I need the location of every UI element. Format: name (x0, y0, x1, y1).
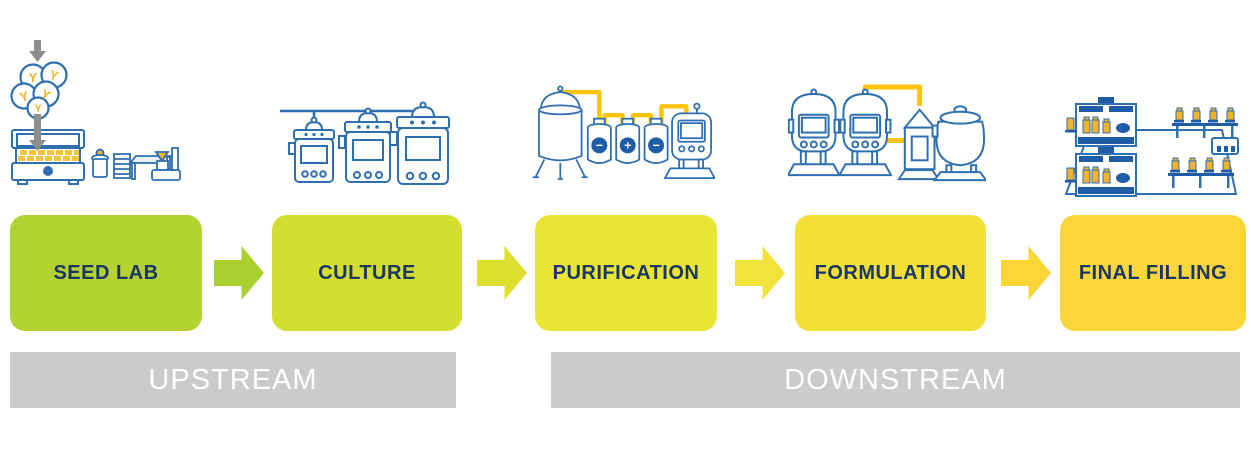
filling-machine-a (1065, 97, 1137, 147)
phase-label: DOWNSTREAM (784, 363, 1007, 396)
cell-cluster-icon (10, 61, 68, 120)
cabinet-tray-grid (18, 150, 79, 161)
vial-conveyor-a (1172, 107, 1238, 138)
cabinet-button (43, 166, 53, 176)
flow-arrow-icon (477, 246, 527, 300)
stage-label: FINAL FILLING (1078, 261, 1228, 284)
stage-box-seed-lab: SEED LAB (10, 215, 202, 331)
inoculation-arrow-icon (29, 40, 46, 62)
mixing-vessel-a (788, 88, 842, 177)
filling-machine-b (1065, 147, 1137, 197)
svg-text:−: − (596, 139, 603, 153)
flow-arrow-icon (1001, 246, 1051, 300)
phase-label: UPSTREAM (148, 363, 318, 396)
stage-label: CULTURE (318, 261, 416, 284)
svg-text:+: + (624, 139, 631, 153)
bioreactor-medium (338, 107, 392, 183)
stage-box-final-filling: FINAL FILLING (1060, 215, 1246, 331)
seed-lab-icon: Y Y Y Y Y (10, 40, 181, 185)
transfer-arrow-icon (29, 114, 46, 151)
svg-text:−: − (652, 139, 659, 153)
holding-kettle-icon (931, 105, 986, 182)
column-mode-badges: − + − (591, 137, 665, 154)
downstream-phase-bar: DOWNSTREAM (551, 352, 1240, 408)
control-unit-icon (663, 102, 715, 180)
stage-box-culture: CULTURE (272, 215, 462, 331)
bioreactor-large (389, 101, 450, 185)
bioreactor-small (288, 116, 335, 183)
inspection-unit-icon (1211, 137, 1239, 155)
svg-text:Y: Y (34, 103, 42, 115)
stage-box-purification: PURIFICATION (535, 215, 717, 331)
stage-label: FORMULATION (814, 261, 967, 284)
harvest-tank-icon (532, 85, 588, 180)
carton-pack-icon (897, 108, 941, 181)
svg-text:Y: Y (29, 70, 38, 85)
stage-label: PURIFICATION (552, 261, 700, 284)
stage-box-formulation: FORMULATION (795, 215, 986, 331)
chromatography-skid-icon: − + − (532, 85, 715, 180)
svg-text:Y: Y (18, 88, 31, 105)
formulation-tanks-icon (788, 84, 986, 182)
bioreactor-train-icon (280, 101, 450, 185)
stage-label: SEED LAB (53, 261, 159, 284)
lab-equipment-icons (91, 147, 181, 181)
flow-arrow-icon (214, 246, 264, 300)
filling-line-icon (1064, 97, 1239, 197)
mixing-vessel-b (837, 88, 893, 177)
upstream-phase-bar: UPSTREAM (10, 352, 456, 408)
vial-conveyor-b (1168, 157, 1234, 188)
flow-arrow-icon (735, 246, 785, 300)
